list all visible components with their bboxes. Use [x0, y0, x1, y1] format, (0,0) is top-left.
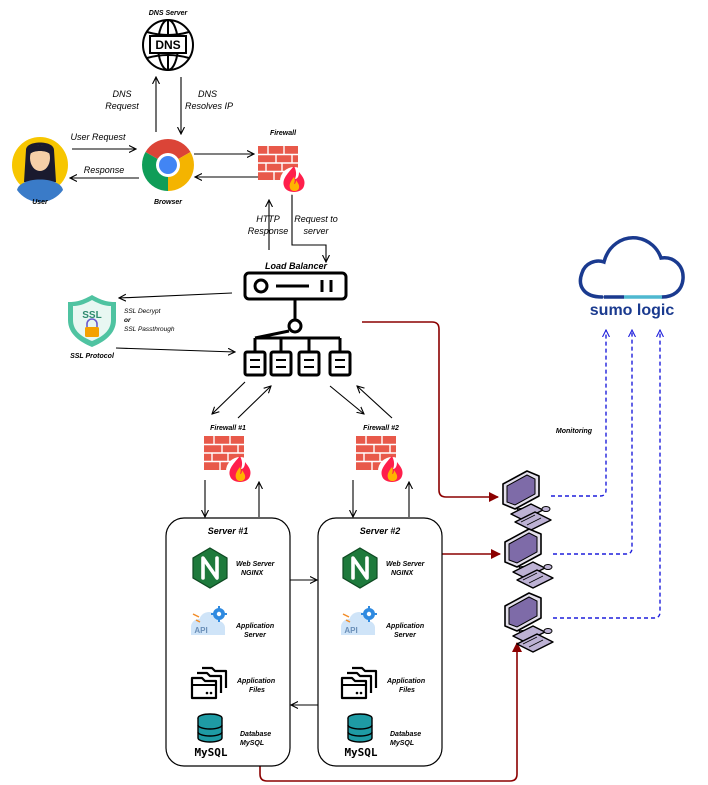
svg-text:Web Server: Web Server	[386, 561, 426, 568]
arrow-lb-to-fw2	[329, 385, 364, 414]
ssl-decrypt-label: SSL Decrypt	[124, 308, 162, 315]
svg-text:Database: Database	[390, 731, 421, 738]
arrow-fw1-to-lb	[237, 386, 271, 419]
svg-text:MySQL: MySQL	[240, 740, 264, 747]
firewall-2-icon	[355, 435, 407, 486]
svg-text:MySQL: MySQL	[390, 740, 414, 747]
ssl-or-label: or	[124, 317, 131, 324]
svg-text:Files: Files	[399, 687, 415, 694]
monitoring-label: Monitoring	[556, 428, 593, 435]
monitoring-line-1	[551, 330, 606, 497]
ssl-shield-icon: SSL	[68, 295, 116, 347]
monitor-computer-icon	[502, 470, 552, 531]
dns-request-label-2: Request	[105, 101, 139, 111]
svg-text:Server: Server	[394, 632, 417, 639]
svg-text:Application: Application	[235, 623, 274, 630]
svg-text:Web Server: Web Server	[236, 561, 276, 568]
ssl-passthrough-label: SSL Passthrough	[124, 326, 175, 333]
arrow-server1-to-monitor-3	[259, 642, 522, 782]
sumo-logic-cloud-icon	[578, 236, 685, 299]
mysql-logo: MySQL	[344, 746, 377, 759]
svg-text:Server: Server	[244, 632, 267, 639]
load-balancer-label: Load Balancer	[265, 261, 328, 271]
dns-badge	[149, 35, 187, 54]
request-to-server-label-2: server	[303, 226, 329, 236]
load-balancer-icon	[243, 271, 352, 377]
server-1-label: Server #1	[208, 526, 249, 536]
mysql-logo: MySQL	[194, 746, 227, 759]
dns-server: DNS Server DNS	[142, 10, 194, 71]
request-to-server-label-1: Request to	[294, 214, 338, 224]
svg-text:Application: Application	[386, 678, 425, 685]
server-2: Server #2 Web Server NGINX API Applicati…	[317, 517, 443, 767]
firewall-1-icon	[203, 435, 255, 486]
http-response-label-2: Response	[248, 226, 289, 236]
svg-text:API: API	[194, 626, 207, 635]
ssl-protocol-label: SSL Protocol	[70, 353, 115, 360]
svg-text:NGINX: NGINX	[241, 570, 265, 577]
dns-server-label: DNS Server	[149, 10, 189, 17]
user-avatar	[12, 137, 68, 203]
svg-text:Files: Files	[249, 687, 265, 694]
browser-icon	[142, 139, 194, 191]
svg-text:NGINX: NGINX	[391, 570, 415, 577]
browser-label: Browser	[154, 199, 183, 206]
svg-text:API: API	[344, 626, 357, 635]
response-label: Response	[84, 165, 125, 175]
server-1: Server #1 Web Server NGINX API Applicati…	[165, 517, 291, 767]
firewall-1-label: Firewall #1	[210, 425, 246, 432]
arrow-lb-to-fw1	[212, 381, 246, 414]
database-icon	[197, 713, 223, 743]
user-request-label: User Request	[70, 132, 126, 142]
monitoring-line-3	[553, 330, 660, 619]
svg-text:SSL: SSL	[82, 310, 101, 321]
firewall-icon	[257, 145, 309, 196]
user-label: User	[32, 199, 49, 206]
red-connectors	[259, 321, 522, 782]
http-response-label-1: HTTP	[256, 214, 280, 224]
arrow-ssl-to-lb	[115, 347, 235, 352]
dns-request-label-1: DNS	[112, 89, 131, 99]
database-icon	[347, 713, 373, 743]
dns-resolves-label-2: Resolves IP	[185, 101, 233, 111]
svg-text:Database: Database	[240, 731, 271, 738]
monitoring-line-2	[553, 330, 632, 555]
firewall-2-label: Firewall #2	[363, 425, 399, 432]
arrow-lb-to-ssl	[119, 292, 233, 298]
arrow-request-to-server	[291, 190, 326, 262]
svg-text:Application: Application	[236, 678, 275, 685]
svg-text:DNS: DNS	[155, 38, 180, 52]
monitor-computer-icon	[504, 592, 554, 653]
dns-resolves-label-1: DNS	[198, 89, 217, 99]
arrow-lb-to-monitor-1	[362, 321, 499, 502]
sumo-logic-label: sumo logic	[590, 302, 675, 319]
svg-text:Application: Application	[385, 623, 424, 630]
arrow-fw2-to-lb	[357, 386, 393, 419]
monitoring-connectors	[551, 330, 660, 619]
monitor-computer-icon	[504, 528, 554, 589]
server-2-label: Server #2	[360, 526, 401, 536]
firewall-label: Firewall	[270, 130, 297, 137]
